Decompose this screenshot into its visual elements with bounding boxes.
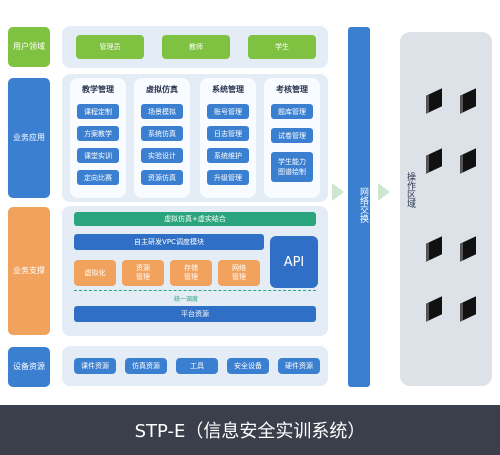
module-title: 系统管理 (212, 85, 244, 94)
computer-icon (460, 148, 476, 174)
resource-hardware: 硬件资源 (278, 358, 320, 374)
layer-label-resource: 设备资源 (8, 347, 50, 387)
operation-area: 操作区域 (400, 32, 492, 386)
layer-label-user: 用户领域 (8, 27, 50, 67)
platform-resource-bar: 平台资源 (74, 306, 316, 322)
module-item: 日志管理 (207, 126, 249, 141)
module-item: 升级管理 (207, 170, 249, 185)
support-virtualization: 虚拟化 (74, 260, 116, 286)
user-panel: 管理员 教师 学生 (62, 26, 328, 68)
module-simulation: 虚拟仿真 场景模拟 系统仿真 实验设计 资源仿真 (134, 78, 190, 198)
module-title: 考核管理 (276, 85, 308, 94)
support-resource-mgmt: 资源 管理 (122, 260, 164, 286)
module-item: 课堂实训 (77, 148, 119, 163)
unify-label: 统一调度 (174, 296, 199, 303)
module-item: 账号管理 (207, 104, 249, 119)
module-item: 实验设计 (141, 148, 183, 163)
computer-icon (426, 148, 442, 174)
computer-icon (460, 236, 476, 262)
unify-divider (74, 290, 316, 291)
module-item: 定向比赛 (77, 170, 119, 185)
resource-simulation: 仿真资源 (125, 358, 167, 374)
module-item: 资源仿真 (141, 170, 183, 185)
module-item: 题库管理 (271, 104, 313, 119)
resource-tools: 工具 (176, 358, 218, 374)
module-title: 教学管理 (82, 85, 114, 94)
user-teacher: 教师 (162, 35, 230, 59)
module-teaching: 教学管理 课程定制 方案教学 课堂实训 定向比赛 (70, 78, 126, 198)
module-item: 方案教学 (77, 126, 119, 141)
support-network-mgmt: 网络 管理 (218, 260, 260, 286)
support-panel: 虚拟仿真+虚实结合 自主研发VPC调度模块 虚拟化 资源 管理 存储 管理 网络… (62, 206, 328, 336)
network-switch-bar: 网络交换 (348, 27, 370, 387)
resource-panel: 课件资源 仿真资源 工具 安全设备 硬件资源 (62, 346, 328, 386)
support-storage-mgmt: 存储 管理 (170, 260, 212, 286)
resource-courseware: 课件资源 (74, 358, 116, 374)
module-item: 学生能力 图谱绘制 (271, 152, 313, 182)
arrow-to-network-icon (332, 183, 344, 201)
network-switch-label: 网络交换 (358, 187, 368, 223)
computer-icon (426, 236, 442, 262)
caption-text: STP-E（信息安全实训系统） (134, 421, 366, 442)
user-admin: 管理员 (76, 35, 144, 59)
layer-label-support: 业务支撑 (8, 207, 50, 335)
caption-bar: STP-E（信息安全实训系统） (0, 405, 500, 455)
vpc-module-bar: 自主研发VPC调度模块 (74, 234, 264, 250)
module-item: 场景模拟 (141, 104, 183, 119)
api-box: API (270, 236, 318, 288)
module-item: 系统仿真 (141, 126, 183, 141)
module-title: 虚拟仿真 (146, 85, 178, 94)
layer-label-business: 业务应用 (8, 78, 50, 198)
module-system: 系统管理 账号管理 日志管理 系统维护 升级管理 (200, 78, 256, 198)
resource-security-devices: 安全设备 (227, 358, 269, 374)
computer-icon (460, 296, 476, 322)
module-item: 系统维护 (207, 148, 249, 163)
virtual-real-bar: 虚拟仿真+虚实结合 (74, 212, 316, 226)
computer-icon (426, 88, 442, 114)
module-item: 试卷管理 (271, 128, 313, 143)
arrow-to-operation-icon (378, 183, 390, 201)
module-item: 课程定制 (77, 104, 119, 119)
operation-area-label: 操作区域 (405, 172, 415, 208)
computer-icon (426, 296, 442, 322)
business-panel: 教学管理 课程定制 方案教学 课堂实训 定向比赛 虚拟仿真 场景模拟 系统仿真 … (62, 74, 328, 202)
user-student: 学生 (248, 35, 316, 59)
module-assessment: 考核管理 题库管理 试卷管理 学生能力 图谱绘制 (264, 78, 320, 198)
computer-icon (460, 88, 476, 114)
